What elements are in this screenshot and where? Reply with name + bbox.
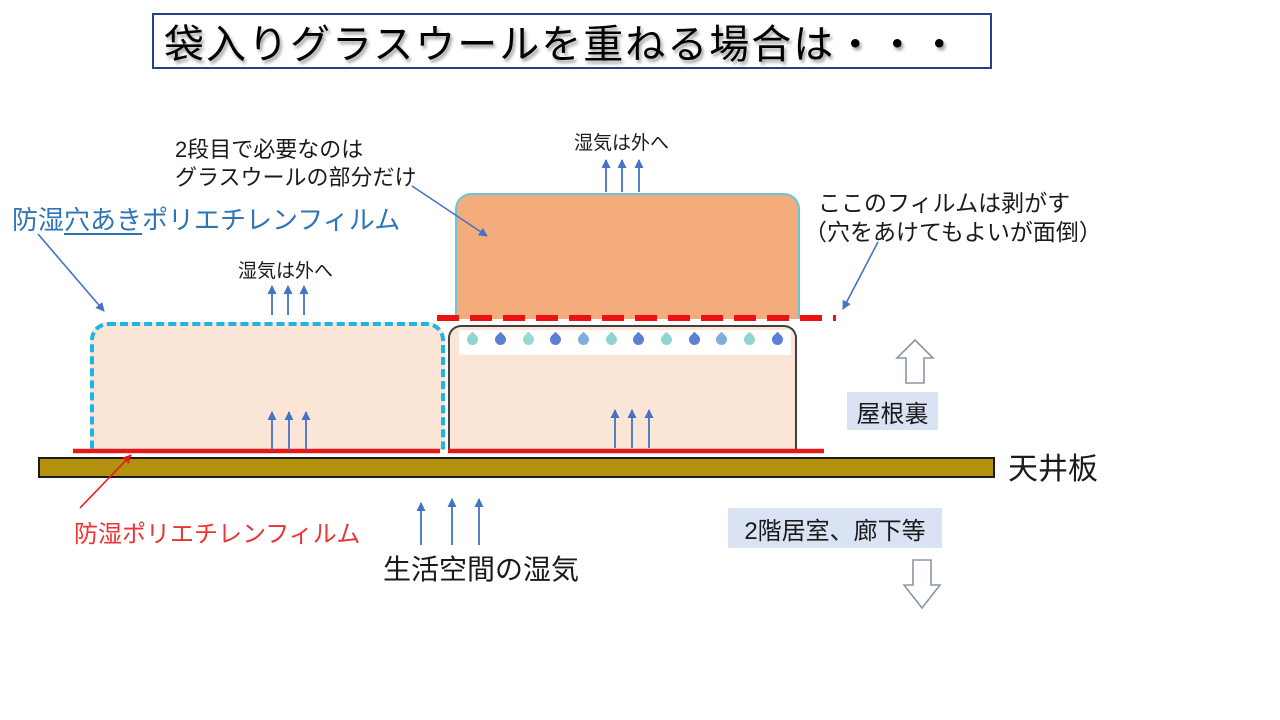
attic-tag: 屋根裏 bbox=[847, 392, 938, 430]
attic-up-arrow bbox=[895, 338, 935, 384]
second-layer-note: 2段目で必要なのは グラスウールの部分だけ bbox=[175, 136, 417, 192]
droplet-band bbox=[459, 330, 791, 355]
moisture-droplet-icon bbox=[658, 331, 675, 348]
bagged-glasswool-left bbox=[90, 322, 445, 450]
moisture-out-left-label: 湿気は外へ bbox=[238, 261, 334, 282]
peel-film-note-line2: （穴をあけてもよいが面倒） bbox=[804, 219, 1102, 245]
moisture-droplet-icon bbox=[741, 331, 758, 348]
ceiling-board bbox=[38, 457, 995, 478]
moisture-droplet-icon bbox=[492, 331, 509, 348]
second-layer-note-line1: 2段目で必要なのは bbox=[175, 137, 364, 162]
moisture-droplet-icon bbox=[520, 331, 536, 348]
title-box: 袋入りグラスウールを重ねる場合は・・・ bbox=[152, 13, 992, 69]
page-title: 袋入りグラスウールを重ねる場合は・・・ bbox=[164, 23, 962, 67]
moisture-arrows-left bbox=[267, 285, 309, 315]
moisture-droplet-icon bbox=[603, 331, 619, 348]
peel-film-connector bbox=[842, 241, 879, 310]
moisture-droplet-icon bbox=[575, 331, 592, 348]
perforated-film-label-suffix: ポリエチレンフィルム bbox=[142, 205, 401, 235]
moisture-arrows-top bbox=[601, 159, 644, 192]
moisture-droplet-icon bbox=[465, 331, 481, 348]
moisture-droplet-icon bbox=[686, 331, 702, 348]
moisture-droplet-icon bbox=[769, 331, 785, 348]
peel-film-note: ここのフィルムは剥がす （穴をあけてもよいが面倒） bbox=[804, 189, 1102, 247]
perforated-film-label: 防湿穴あきポリエチレンフィルム bbox=[12, 200, 400, 237]
moisture-droplet-icon bbox=[548, 331, 564, 348]
perforated-film-connector bbox=[37, 233, 105, 312]
moisture-droplet-icon bbox=[630, 331, 647, 348]
moisture-out-top-label: 湿気は外へ bbox=[574, 133, 670, 154]
room-down-arrow bbox=[902, 559, 942, 610]
moisture-droplet-icon bbox=[713, 331, 730, 348]
living-space-moisture-label: 生活空間の湿気 bbox=[383, 554, 580, 585]
perforated-film-label-prefix: 防湿 bbox=[12, 205, 65, 235]
glasswool-second-layer bbox=[455, 193, 800, 319]
living-moisture-arrows bbox=[416, 498, 484, 545]
ceiling-board-label: 天井板 bbox=[1008, 453, 1098, 486]
peel-film-note-line1: ここのフィルムは剥がす bbox=[818, 190, 1071, 216]
second-layer-note-line2: グラスウールの部分だけ bbox=[175, 165, 417, 190]
perforated-film-label-underlined: 穴あき bbox=[64, 205, 143, 235]
room-tag: 2階居室、廊下等 bbox=[728, 508, 942, 548]
moisture-film-label: 防湿ポリエチレンフィルム bbox=[74, 521, 361, 548]
